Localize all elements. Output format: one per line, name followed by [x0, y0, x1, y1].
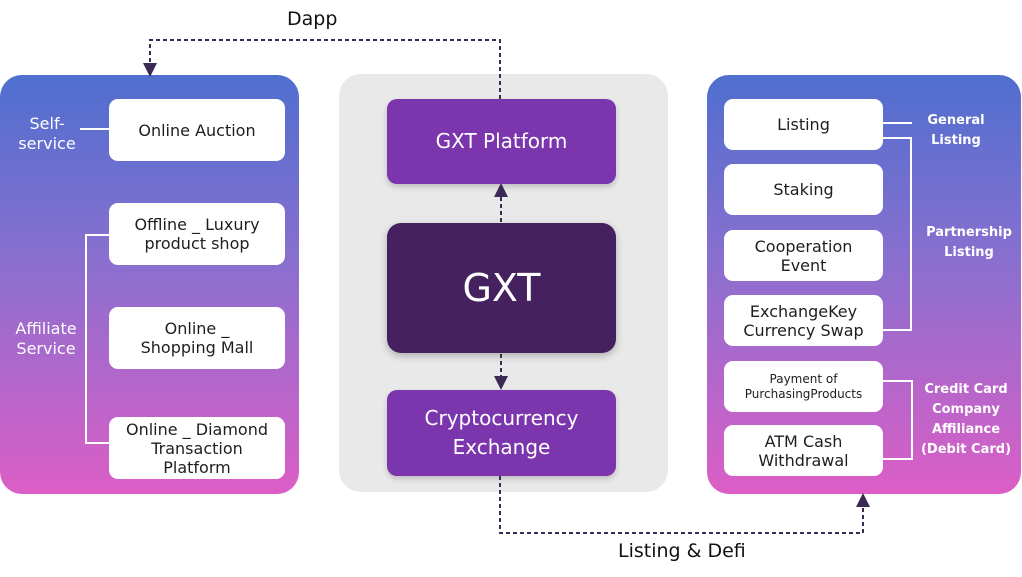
online-shopping-box: Online _ Shopping Mall [109, 307, 285, 369]
general-listing-label: General Listing [927, 113, 985, 148]
dapp-connector [143, 39, 501, 99]
gxt-box: GXT [387, 223, 616, 353]
exchangekey-swap-box: ExchangeKey Currency Swap [724, 295, 883, 346]
online-auction-box: Online Auction [109, 99, 285, 161]
staking-box: Staking [724, 164, 883, 215]
gxt-platform-box: GXT Platform [387, 99, 616, 184]
atm-withdrawal-box: ATM Cash Withdrawal [724, 425, 883, 476]
payment-purchasing-box: Payment of PurchasingProducts [724, 361, 883, 412]
credit-card-label: Credit Card Company Affiliance (Debit Ca… [920, 382, 1012, 457]
partnership-bracket [883, 137, 912, 331]
affiliate-bracket [85, 234, 109, 444]
listing-box: Listing [724, 99, 883, 150]
cooperation-event-box: Cooperation Event [724, 230, 883, 281]
self-service-label: Self- service [18, 114, 76, 153]
crypto-exchange-box: Cryptocurrency Exchange [387, 390, 616, 476]
offline-luxury-box: Offline _ Luxury product shop [109, 203, 285, 265]
dapp-label: Dapp [287, 8, 338, 30]
credit-card-bracket [883, 380, 913, 460]
online-diamond-box: Online _ Diamond Transaction Platform [109, 417, 285, 479]
listing-defi-label: Listing & Defi [618, 540, 746, 562]
listing-defi-connector [499, 476, 870, 534]
partnership-listing-label: Partnership Listing [926, 225, 1012, 260]
affiliate-service-label: Affiliate Service [15, 319, 77, 358]
